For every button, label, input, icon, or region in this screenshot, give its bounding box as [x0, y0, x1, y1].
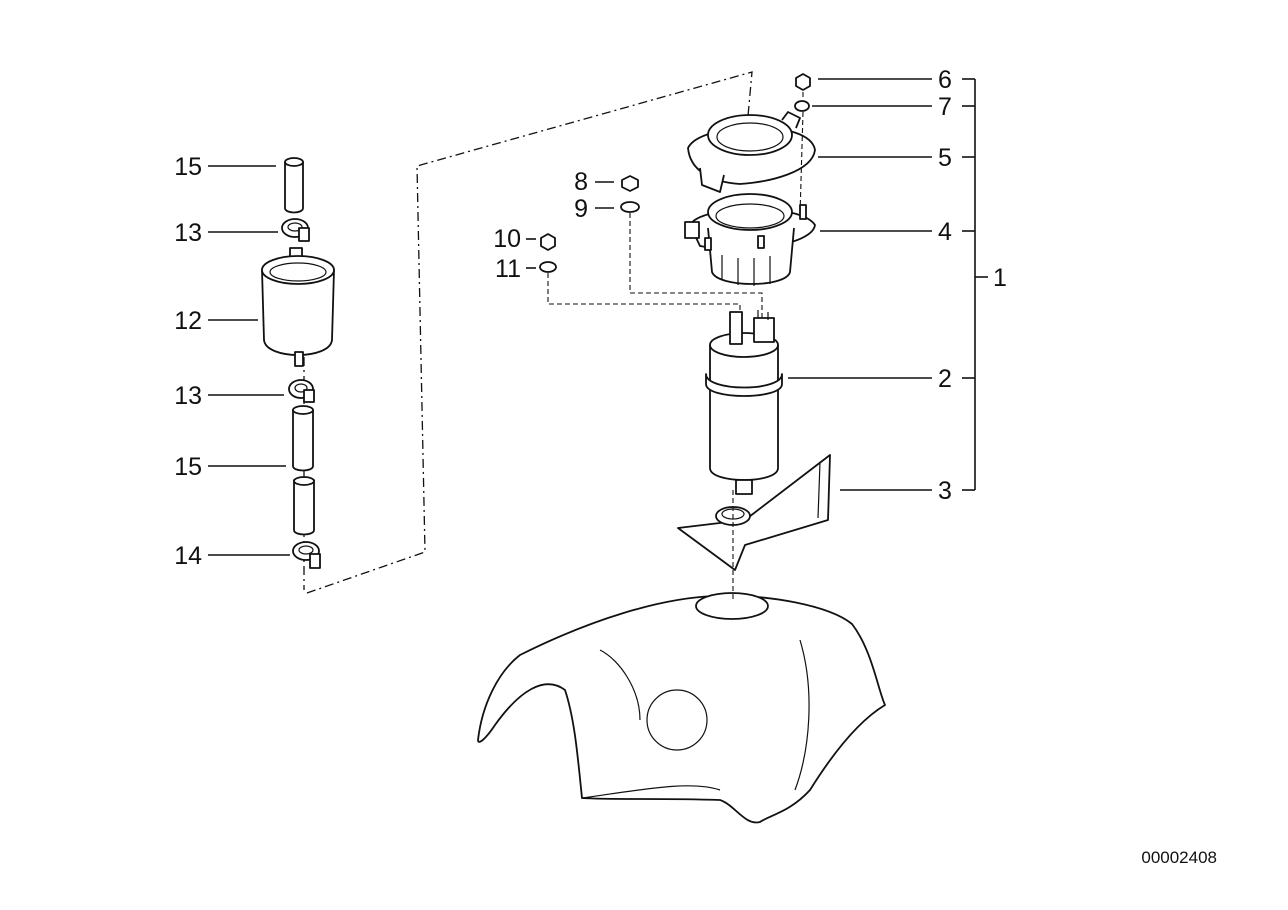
- callout-12: 12: [174, 307, 202, 335]
- callout-11: 11: [495, 255, 521, 283]
- part-7-washer: [794, 100, 810, 112]
- part-4-mounting-flange: [684, 193, 816, 286]
- part-5-lock-ring: [687, 111, 816, 193]
- callout-1: 1: [993, 264, 1007, 292]
- part-13-upper-clamp: [281, 218, 310, 242]
- callout-8: 8: [574, 168, 588, 196]
- part-13-lower-clamp: [288, 379, 315, 403]
- callout-13-lower: 13: [174, 382, 202, 410]
- callout-10: 10: [493, 225, 521, 253]
- callout-7: 7: [938, 93, 952, 121]
- part-9-washer: [620, 201, 640, 213]
- callout-14: 14: [174, 542, 202, 570]
- part-15-upper-hose: [284, 157, 304, 214]
- callout-15-upper: 15: [174, 153, 202, 181]
- fuel-tank: [477, 592, 886, 824]
- callout-3: 3: [938, 477, 952, 505]
- part-2-fuel-pump: [705, 310, 783, 495]
- part-15-lower-hose: [292, 405, 315, 536]
- document-number: 00002408: [1141, 848, 1217, 867]
- connection-guide-lines: [547, 213, 763, 318]
- part-10-nut: [540, 233, 556, 251]
- callout-labels: 15 13 12 13 15 14 8 9 10 11 6 7 5 4 2 3 …: [174, 66, 1007, 570]
- part-3-bracket: [677, 454, 831, 600]
- callout-4: 4: [938, 218, 952, 246]
- part-6-nut: [795, 73, 811, 91]
- callout-2: 2: [938, 365, 952, 393]
- part-8-nut: [621, 175, 639, 192]
- assembly-guide-line: [303, 71, 753, 594]
- callout-6: 6: [938, 66, 952, 94]
- part-14-clamp: [292, 541, 321, 569]
- callout-15-lower: 15: [174, 453, 202, 481]
- callout-9: 9: [574, 195, 588, 223]
- part-12-fuel-filter: [261, 247, 335, 367]
- callout-13-upper: 13: [174, 219, 202, 247]
- assembly-bracket: [962, 78, 988, 491]
- part-11-washer: [539, 261, 557, 273]
- callout-5: 5: [938, 144, 952, 172]
- leader-lines: [208, 78, 932, 556]
